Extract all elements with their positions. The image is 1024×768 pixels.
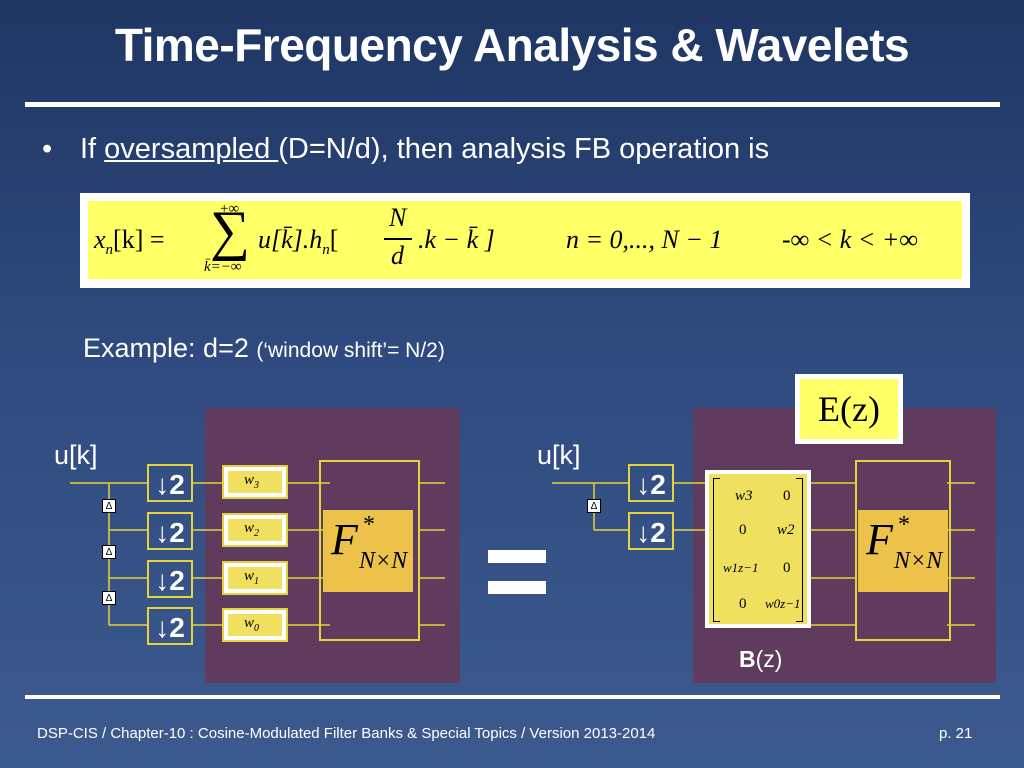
footer-text: DSP-CIS / Chapter-10 : Cosine-Modulated … bbox=[37, 725, 656, 742]
matrix-cell: w3 bbox=[735, 488, 753, 504]
example-sub: (‘window shift’= N/2) bbox=[256, 339, 445, 362]
delay-block: Δ bbox=[102, 545, 116, 559]
left-input-label: u[k] bbox=[54, 440, 98, 470]
matrix-right-bracket bbox=[796, 478, 803, 622]
footer-divider bbox=[25, 695, 1000, 699]
right-input-label: u[k] bbox=[537, 440, 581, 470]
decimator-block: ↓2 bbox=[147, 607, 193, 645]
delay-block: Δ bbox=[587, 499, 601, 513]
matrix-cell: w2 bbox=[777, 522, 795, 538]
right-transform-frame bbox=[855, 460, 951, 641]
formula: xn[k] = +∞ ∑ k̄=−∞ u[k̄].hn[ N d .k − k̄… bbox=[88, 200, 962, 279]
right-dft-matrix: F * N×N bbox=[858, 510, 948, 592]
left-transform-frame bbox=[319, 460, 420, 641]
example-line: Example: d=2 (‘window shift’= N/2) bbox=[83, 333, 445, 364]
bullet-line: • If oversampled (D=N/d), then analysis F… bbox=[42, 133, 769, 166]
B-z-label: B(z) bbox=[739, 646, 783, 672]
weight-block: w3 bbox=[222, 465, 288, 499]
example-main: Example: d=2 bbox=[83, 333, 257, 363]
bullet-suffix: (D=N/d), then analysis FB operation is bbox=[278, 133, 770, 165]
sum-symbol: ∑ bbox=[210, 200, 250, 262]
page-number: p. 21 bbox=[939, 725, 973, 742]
weight-block: w1 bbox=[222, 561, 288, 595]
formula-term1: u[k̄].hn[ bbox=[258, 225, 339, 259]
E-z-label-box: E(z) bbox=[795, 374, 903, 444]
matrix-cell: w0z−1 bbox=[765, 596, 801, 611]
slide-title: Time-Frequency Analysis & Wavelets bbox=[114, 19, 910, 71]
delay-block: Δ bbox=[102, 591, 116, 605]
decimator-block: ↓2 bbox=[147, 464, 193, 502]
equals-sign: = bbox=[488, 550, 546, 594]
left-dft-matrix: F * N×N bbox=[323, 510, 413, 592]
bullet-marker: • bbox=[42, 133, 53, 165]
formula-term2: .k − k̄ ] bbox=[418, 225, 495, 254]
sum-lower-limit: k̄=−∞ bbox=[204, 259, 242, 275]
sum-upper-limit: +∞ bbox=[220, 201, 240, 217]
bullet-underlined: oversampled bbox=[104, 133, 279, 165]
weight-block: w2 bbox=[222, 513, 288, 547]
E-z-label: E(z) bbox=[800, 379, 898, 439]
fraction-denominator: d bbox=[391, 241, 404, 270]
matrix-cell: 0 bbox=[783, 488, 791, 504]
decimator-block: ↓2 bbox=[147, 512, 193, 550]
decimator-block: ↓2 bbox=[147, 560, 193, 598]
matrix-cell: 0 bbox=[739, 522, 747, 538]
delay-block: Δ bbox=[102, 499, 116, 513]
title-divider bbox=[25, 102, 1000, 107]
fraction-numerator: N bbox=[389, 203, 407, 232]
formula-range-n: n = 0,..., N − 1 bbox=[566, 225, 723, 254]
matrix-cell: 0 bbox=[783, 560, 791, 576]
decimator-block: ↓2 bbox=[628, 464, 674, 502]
matrix-cell: 0 bbox=[739, 596, 747, 612]
weight-block: w0 bbox=[222, 608, 288, 642]
matrix-cell: w1z−1 bbox=[723, 560, 759, 575]
formula-range-k: -∞ < k < +∞ bbox=[782, 225, 918, 254]
formula-box: xn[k] = +∞ ∑ k̄=−∞ u[k̄].hn[ N d .k − k̄… bbox=[80, 193, 970, 288]
formula-lhs: xn[k] = bbox=[94, 225, 165, 259]
matrix-left-bracket bbox=[713, 478, 720, 622]
decimator-block: ↓2 bbox=[628, 512, 674, 550]
B-z-matrix: w3 0 0 w2 w1z−1 0 0 w0z−1 bbox=[705, 470, 811, 628]
bullet-prefix: If bbox=[80, 133, 105, 165]
fraction-bar bbox=[384, 238, 412, 240]
